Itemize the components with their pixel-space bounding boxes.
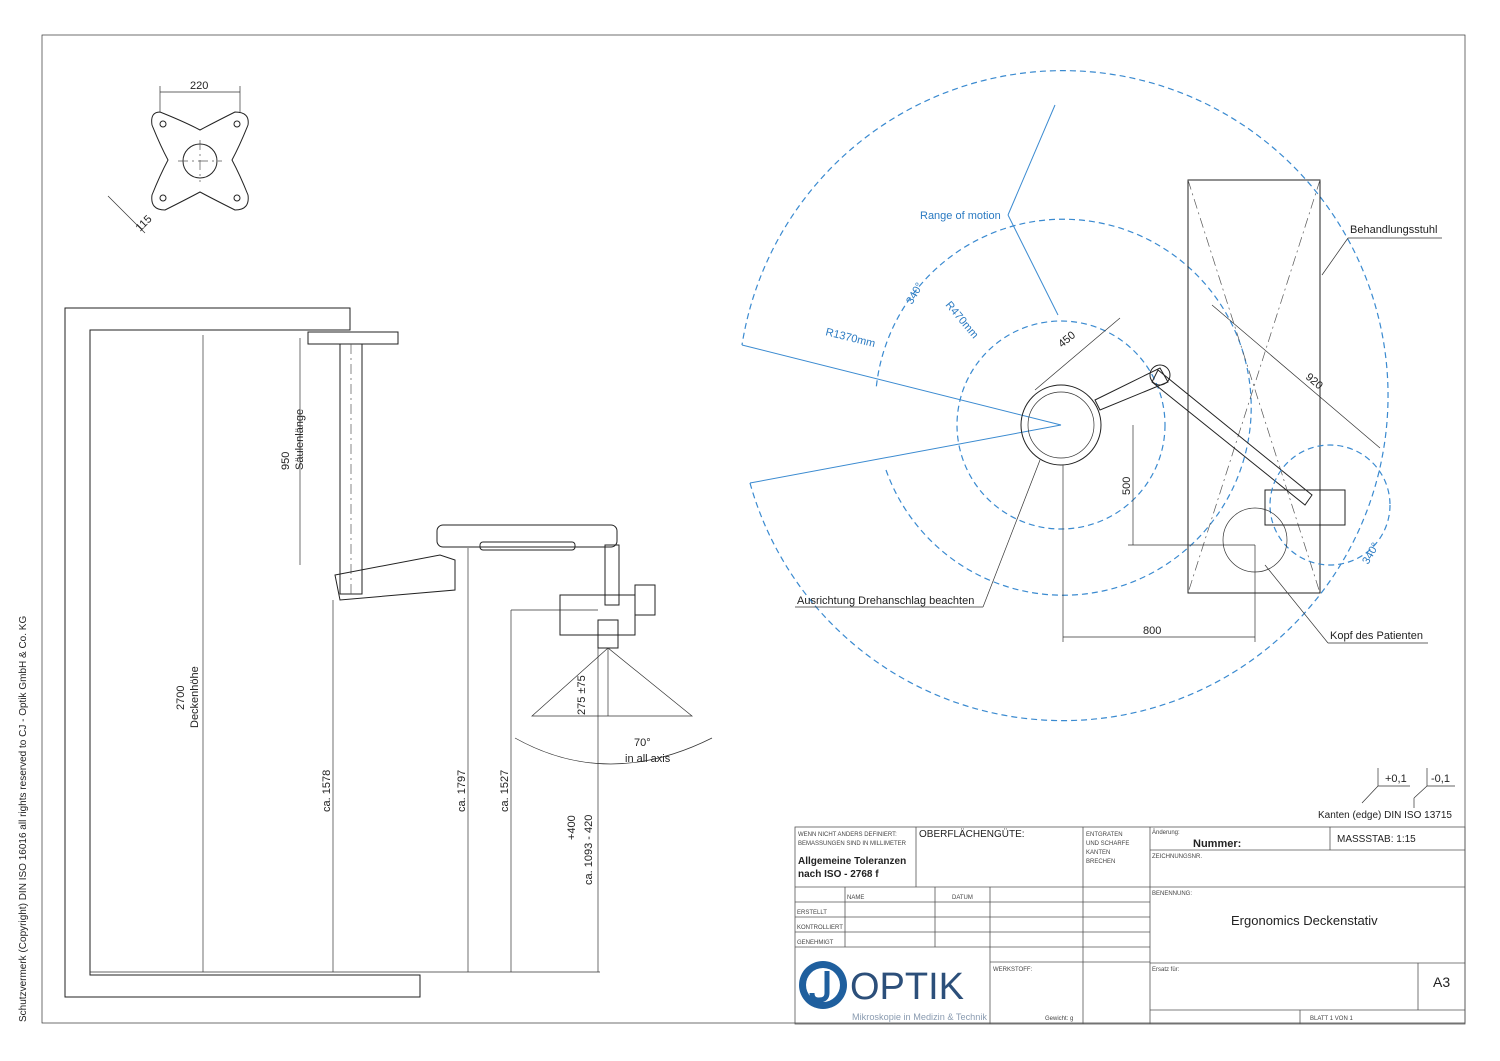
drawing-frame bbox=[41, 34, 1466, 1024]
ceiling-height-dim: 2700 bbox=[175, 686, 187, 710]
angle-label: 70° bbox=[634, 737, 651, 749]
chair-label: Behandlungsstuhl bbox=[1350, 224, 1437, 236]
drawing-number-label: ZEICHNUNGSNR. bbox=[1152, 854, 1202, 860]
paper-format: A3 bbox=[1433, 974, 1450, 990]
dim-1578: ca. 1578 bbox=[321, 770, 333, 812]
deburr-4: BRECHEN bbox=[1086, 859, 1115, 865]
range-of-motion-label: Range of motion bbox=[920, 210, 1001, 222]
patient-head-label: Kopf des Patienten bbox=[1330, 630, 1423, 642]
dim-500: 500 bbox=[1121, 477, 1133, 495]
row-approved: GENEHMIGT bbox=[797, 940, 834, 946]
date-column: DATUM bbox=[952, 895, 973, 901]
change-label: Änderung: bbox=[1152, 829, 1180, 836]
note-defined: WENN NICHT ANDERS DEFINIERT: bbox=[798, 832, 897, 838]
tol-minus: -0,1 bbox=[1431, 773, 1450, 785]
material-label: WERKSTOFF: bbox=[993, 967, 1033, 973]
edge-tolerance: +0,1 -0,1 Kanten (edge) DIN ISO 13715 bbox=[1318, 768, 1455, 821]
general-tolerances: Allgemeine Toleranzen bbox=[798, 856, 906, 867]
tol-plus: +0,1 bbox=[1385, 773, 1407, 785]
scale-label: MASSSTAB: 1:15 bbox=[1337, 834, 1416, 845]
row-checked: KONTROLLIERT bbox=[797, 925, 843, 931]
plate-width-dim: 220 bbox=[190, 80, 208, 92]
dim-1527: ca. 1527 bbox=[499, 770, 511, 812]
rotation-stop-label: Ausrichtung Drehanschlag beachten bbox=[797, 595, 974, 607]
range-bottom-dim: ca. 1093 - 420 bbox=[583, 815, 595, 885]
deburr-2: UND SCHARFE bbox=[1086, 841, 1129, 847]
company-logo: OPTIK Mikroskopie in Medizin & Technik bbox=[799, 961, 988, 1022]
designation-label: BENENNUNG: bbox=[1152, 891, 1192, 897]
name-column: NAME bbox=[847, 895, 864, 901]
dim-800: 800 bbox=[1143, 625, 1161, 637]
designation: Ergonomics Deckenstativ bbox=[1231, 913, 1378, 928]
ceiling-height-label: Deckenhöhe bbox=[189, 666, 201, 728]
logo-text: OPTIK bbox=[850, 966, 964, 1008]
logo-subtitle: Mikroskopie in Medizin & Technik bbox=[852, 1012, 988, 1022]
replaces-label: Ersatz für: bbox=[1152, 967, 1180, 973]
tol-note: Kanten (edge) DIN ISO 13715 bbox=[1318, 810, 1452, 821]
note-units: BEMASSUNGEN SIND IN MILLIMETER bbox=[798, 841, 907, 847]
side-view: 950 Säulenlänge 2700 Deckenhöhe ca. 1578… bbox=[64, 307, 713, 998]
surface-quality: OBERFLÄCHENGÜTE: bbox=[919, 828, 1025, 840]
column-length-dim: 950 bbox=[280, 452, 292, 470]
title-block: WENN NICHT ANDERS DEFINIERT: BEMASSUNGEN… bbox=[794, 826, 1466, 1025]
weight-label: Gewicht: g bbox=[1045, 1016, 1073, 1022]
ceiling-plate-detail: 220 115 bbox=[107, 80, 249, 234]
sheet-label: BLATT 1 VON 1 bbox=[1310, 1016, 1353, 1022]
copyright-note: Schutzvermerk (Copyright) DIN ISO 16016 … bbox=[18, 616, 29, 1022]
angle-axis-label: in all axis bbox=[625, 753, 671, 765]
deburr-3: KANTEN bbox=[1086, 850, 1110, 856]
focus-dim: 275 ±75 bbox=[576, 675, 588, 715]
dim-1797: ca. 1797 bbox=[456, 770, 468, 812]
tolerance-standard: nach ISO - 2768 f bbox=[798, 869, 879, 880]
deburr-1: ENTGRATEN bbox=[1086, 832, 1123, 838]
number-label: Nummer: bbox=[1193, 838, 1241, 850]
range-top-dim: +400 bbox=[566, 815, 578, 840]
row-created: ERSTELLT bbox=[797, 910, 827, 916]
column-length-label: Säulenlänge bbox=[294, 409, 306, 470]
